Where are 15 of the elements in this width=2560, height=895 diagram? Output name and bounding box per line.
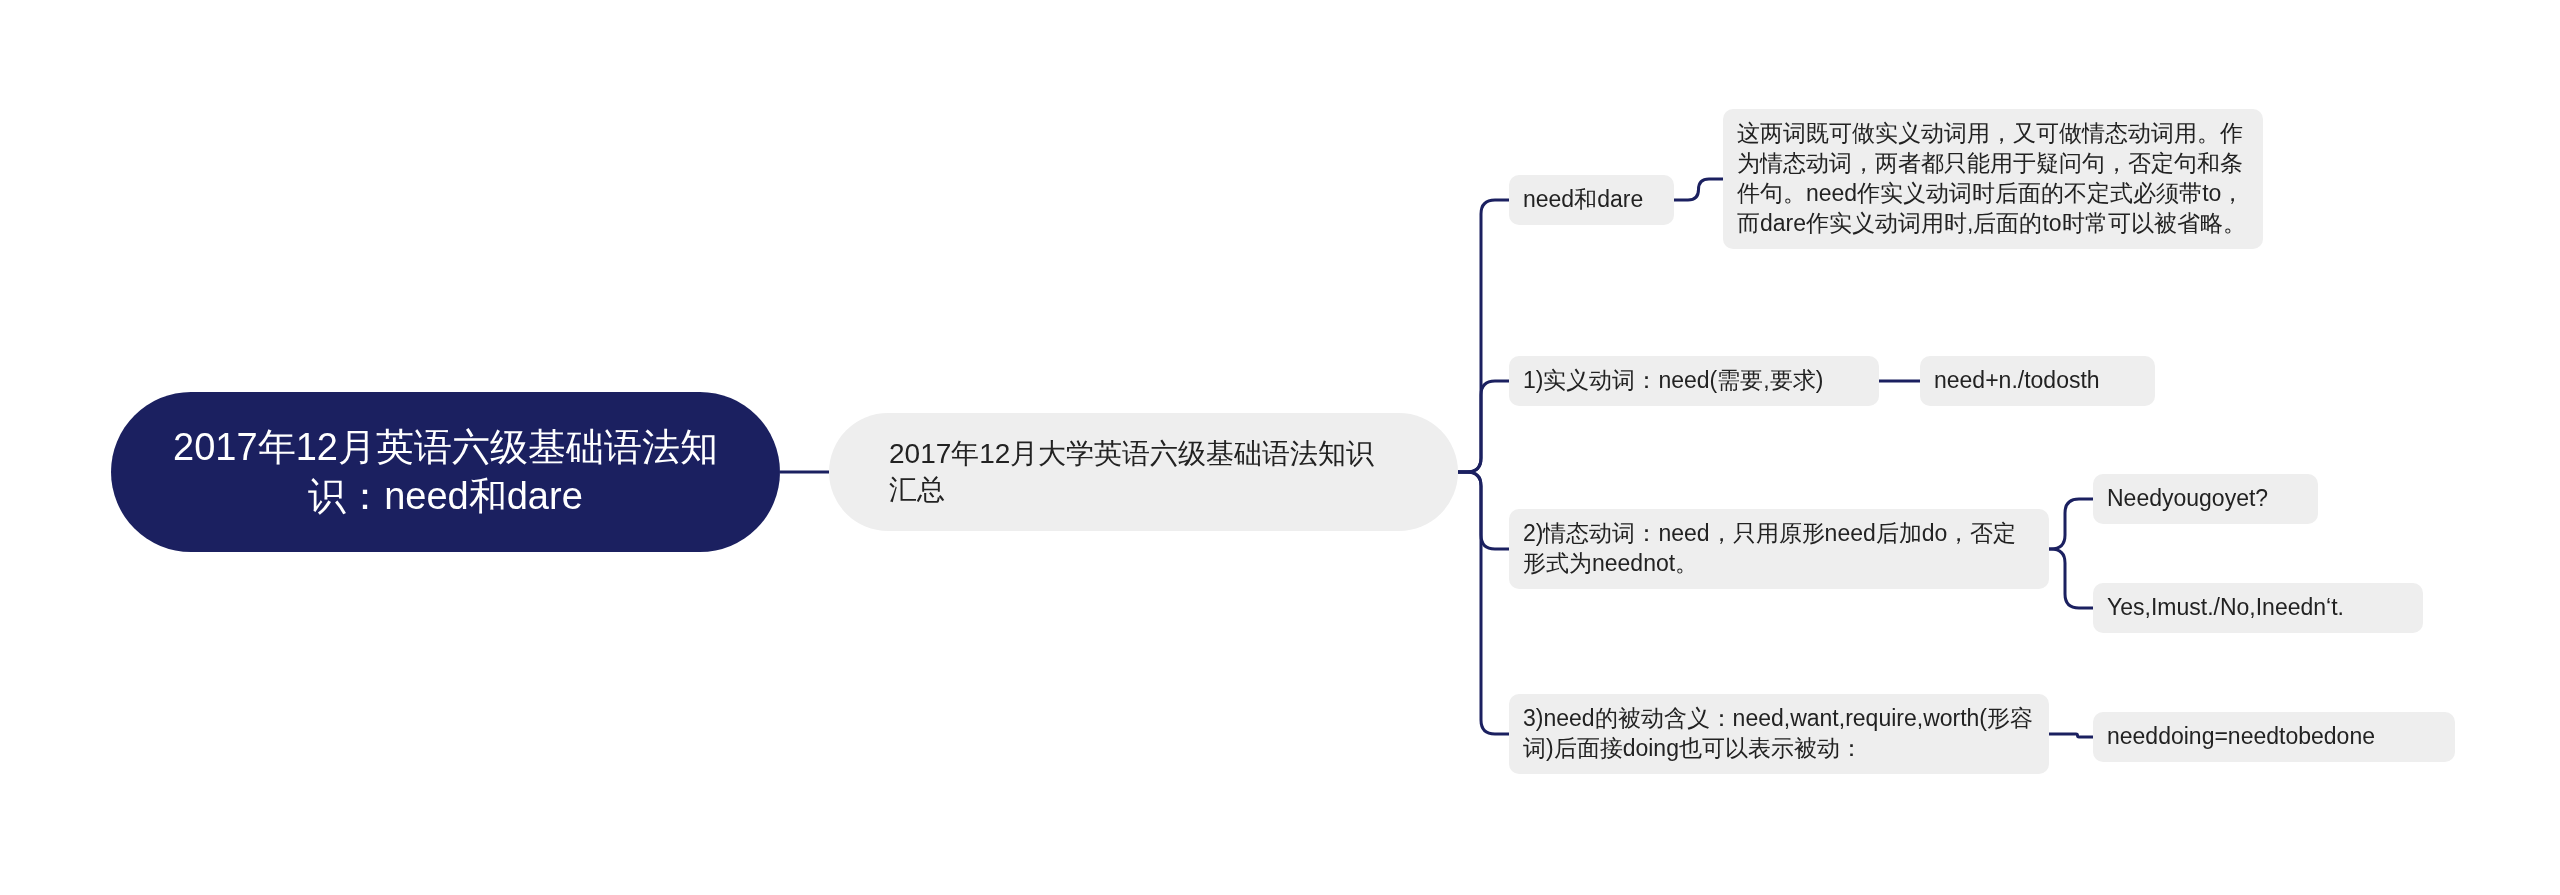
subtopic-box: needdoing=needtobedone — [2093, 712, 2455, 762]
connector-line — [1674, 177, 1723, 202]
connector-line — [2049, 732, 2093, 739]
subtopic-box: need和dare — [1509, 175, 1674, 225]
subtopic-box: Needyougoyet? — [2093, 474, 2318, 524]
main-topic: 2017年12月大学英语六级基础语法知识汇总 — [829, 413, 1458, 531]
subtopic-box: Yes,Imust./No,Ineedn‘t. — [2093, 583, 2423, 633]
subtopic-box: 2)情态动词：need，只用原形need后加do，否定形式为neednot。 — [1509, 509, 2049, 589]
root-topic: 2017年12月英语六级基础语法知识：need和dare — [111, 392, 780, 552]
subtopic-box: 这两词既可做实义动词用，又可做情态动词用。作为情态动词，两者都只能用于疑问句，否定句和条件句。need作实义动词时后面的不定式必须带to，而dare作实义动词用时,后面的to时常可以被省略。 — [1723, 109, 2263, 249]
connector-line — [780, 470, 829, 474]
subtopic-box: 3)need的被动含义：need,want,require,worth(形容词)后面接doing也可以表示被动： — [1509, 694, 2049, 774]
subtopic-box: 1)实义动词：need(需要,要求) — [1509, 356, 1879, 406]
connector-line — [1879, 379, 1920, 383]
subtopic-box: need+n./todosth — [1920, 356, 2155, 406]
